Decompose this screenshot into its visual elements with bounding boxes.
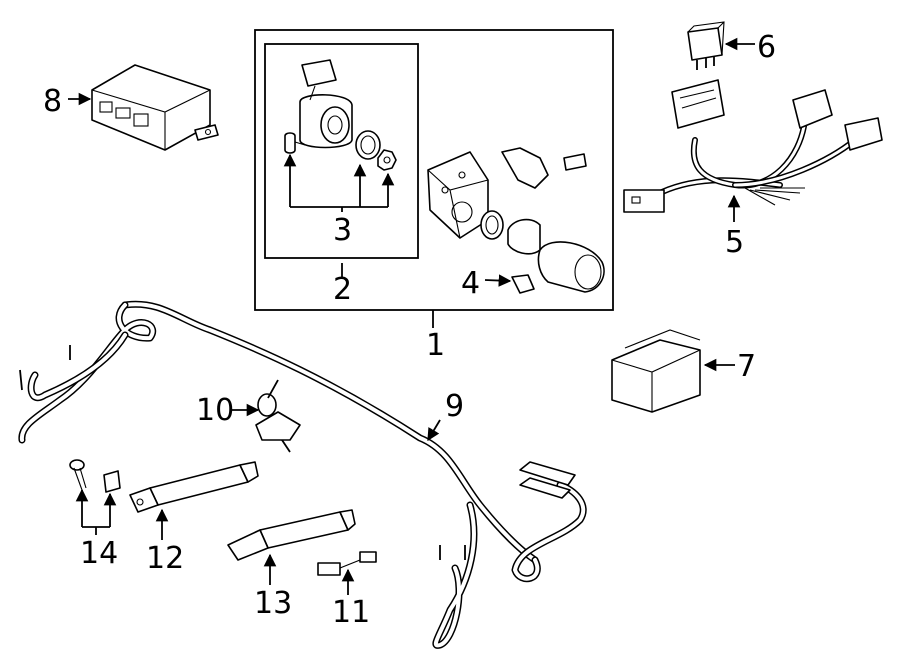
leader-lines (68, 37, 755, 595)
callout-2: 2 (333, 272, 352, 307)
pump-assembly-part[interactable] (427, 147, 605, 294)
relay-part[interactable] (687, 21, 725, 70)
strut-part[interactable] (129, 461, 259, 513)
wiring-pigtail-part[interactable] (623, 79, 883, 213)
callout-5: 5 (725, 225, 744, 260)
strut-lower-part[interactable] (227, 509, 356, 561)
callout-4: 4 (461, 266, 480, 301)
bolt-and-nut-part[interactable] (69, 459, 121, 493)
solenoid-valve-part[interactable] (284, 59, 397, 171)
clip-bracket-part[interactable] (255, 379, 301, 453)
callout-10: 10 (196, 393, 234, 428)
callout-3: 3 (333, 213, 352, 248)
sensor-part[interactable] (317, 551, 377, 576)
callout-7: 7 (737, 349, 756, 384)
callout-1: 1 (426, 328, 445, 363)
callout-13: 13 (254, 586, 292, 621)
callout-14: 14 (80, 536, 118, 571)
callout-11: 11 (332, 595, 370, 630)
hose-harness-part[interactable] (18, 300, 587, 649)
assembly-inner-box (264, 43, 419, 259)
assembly-outer-box (254, 29, 614, 311)
callout-6: 6 (757, 30, 776, 65)
cover-block-part[interactable] (611, 329, 701, 413)
control-module-part[interactable] (91, 64, 219, 151)
callout-12: 12 (146, 541, 184, 576)
callout-9: 9 (445, 389, 464, 424)
callout-8: 8 (43, 84, 62, 119)
